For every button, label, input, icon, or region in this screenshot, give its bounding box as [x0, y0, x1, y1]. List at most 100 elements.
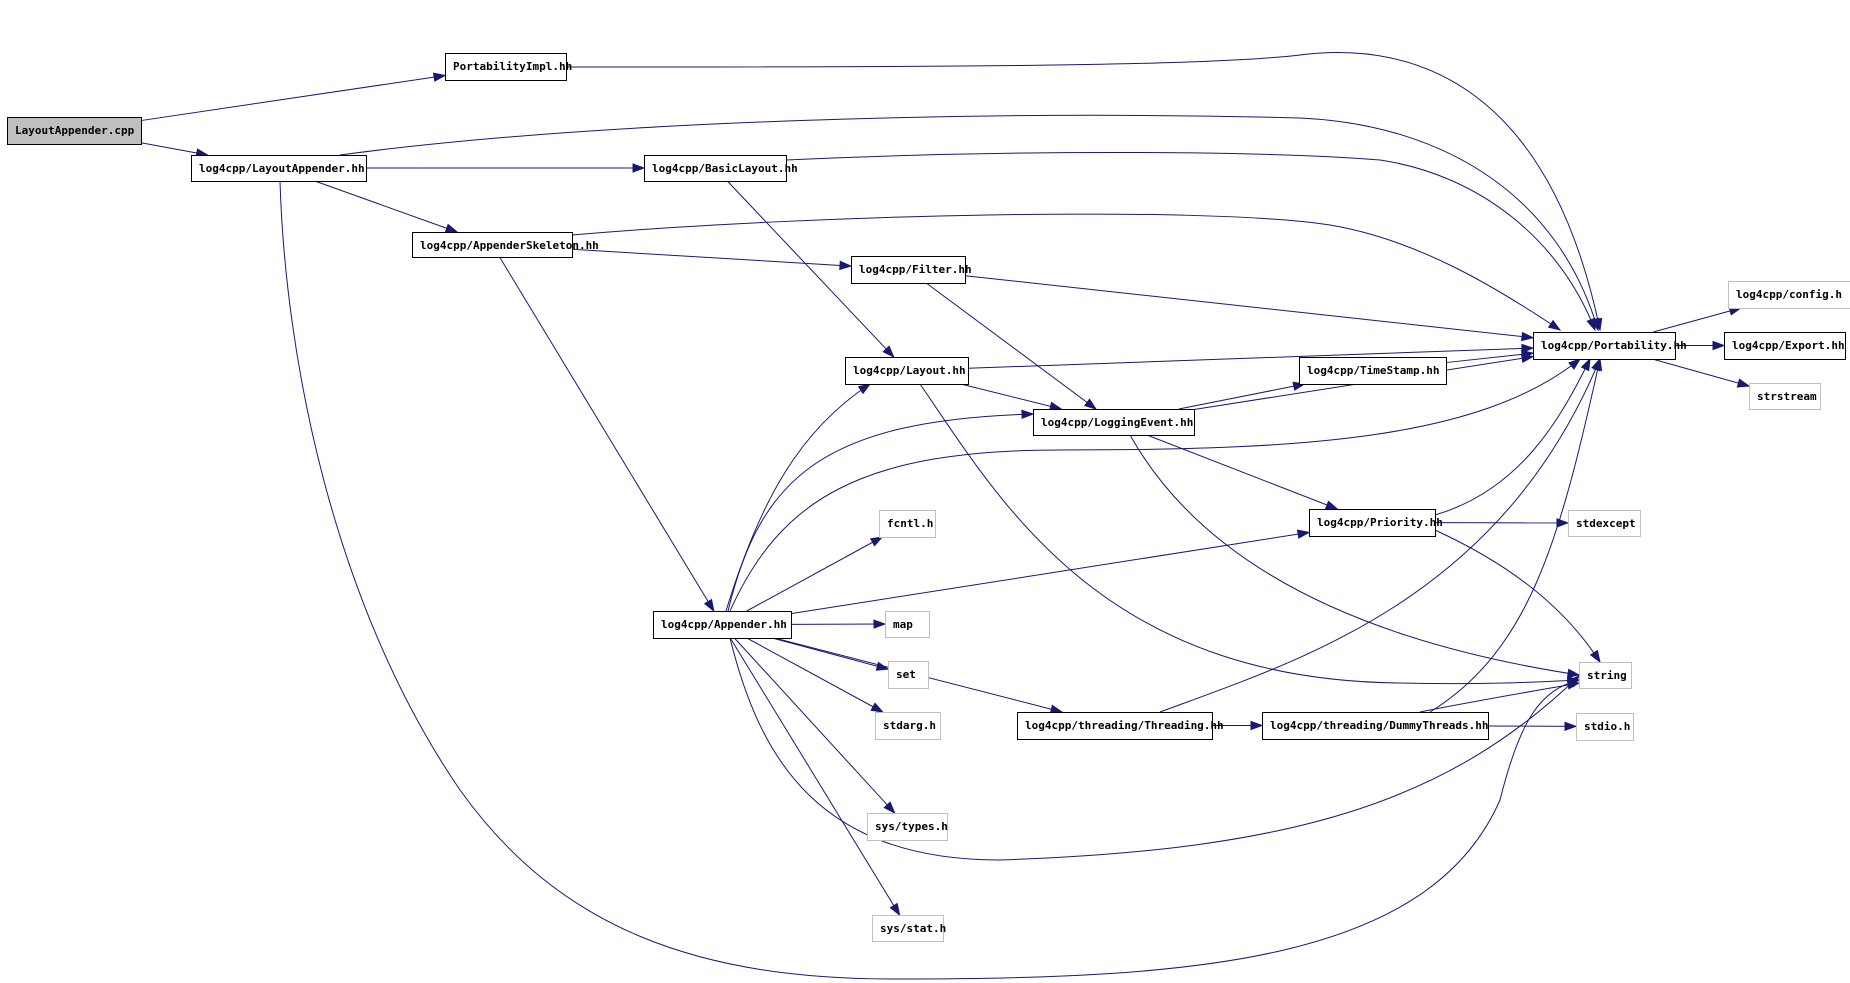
node-label: PortabilityImpl.hh	[453, 60, 572, 73]
arrowhead-icon	[1736, 378, 1751, 388]
edge-port-to-export	[1675, 340, 1726, 351]
node-label: log4cpp/Portability.hh	[1541, 339, 1687, 352]
edge-line	[729, 637, 1580, 861]
node-box	[7, 117, 142, 145]
edge-lapp-to-basic	[366, 163, 646, 173]
node-box	[412, 232, 573, 258]
node-box	[653, 611, 792, 639]
node-box	[1749, 383, 1821, 410]
node-label: string	[1587, 669, 1627, 682]
arrowhead-icon	[882, 345, 895, 359]
edge-priority-to-string	[1434, 529, 1601, 664]
arrowhead-icon	[889, 902, 901, 917]
node-label: sys/stat.h	[880, 922, 946, 935]
node-port[interactable]: log4cpp/Portability.hh	[1533, 332, 1687, 360]
node-label: stdarg.h	[883, 719, 936, 732]
edge-layout-to-string	[919, 383, 1581, 686]
edge-line	[1434, 358, 1591, 516]
arrowhead-icon	[703, 598, 715, 613]
edge-skel-to-filter	[571, 248, 853, 271]
edge-tstamp-to-port	[1445, 349, 1535, 364]
node-export[interactable]: log4cpp/Export.hh	[1724, 332, 1846, 360]
edge-levent-to-string	[1129, 434, 1581, 678]
edge-basic-to-port	[785, 152, 1596, 332]
arrowhead-icon	[1049, 704, 1064, 714]
edge-appender-to-stdarg	[746, 637, 884, 713]
node-label: log4cpp/threading/Threading.hh	[1025, 719, 1224, 732]
edges-layer	[140, 52, 1751, 980]
arrowhead-icon	[1586, 317, 1596, 332]
node-priority[interactable]: log4cpp/Priority.hh	[1309, 509, 1443, 537]
node-box	[1017, 712, 1213, 740]
node-basic[interactable]: log4cpp/BasicLayout.hh	[644, 155, 798, 182]
arrowhead-icon	[1564, 721, 1578, 732]
node-threading[interactable]: log4cpp/threading/Threading.hh	[1017, 712, 1224, 740]
edge-line	[785, 152, 1596, 331]
node-layout[interactable]: log4cpp/Layout.hh	[845, 357, 969, 385]
edge-line	[733, 637, 896, 814]
node-root[interactable]: LayoutAppender.cpp	[7, 117, 142, 145]
edge-appender-to-set	[772, 637, 890, 671]
arrowhead-icon	[1521, 331, 1535, 342]
edge-layout-to-levent	[960, 383, 1063, 411]
edge-line	[919, 383, 1580, 685]
edge-line	[1178, 383, 1305, 410]
node-label: log4cpp/config.h	[1736, 288, 1842, 301]
node-label: log4cpp/BasicLayout.hh	[652, 162, 798, 175]
node-box	[191, 155, 367, 182]
edge-line	[964, 275, 1534, 339]
node-label: LayoutAppender.cpp	[15, 124, 135, 137]
arrowhead-icon	[839, 260, 853, 271]
node-label: log4cpp/TimeStamp.hh	[1307, 364, 1439, 377]
edge-threading-to-dummy	[1212, 720, 1264, 731]
edge-line	[279, 180, 1580, 980]
node-label: log4cpp/Priority.hh	[1317, 516, 1443, 529]
node-box	[1262, 712, 1489, 740]
edge-appender-to-string	[729, 637, 1581, 861]
arrowhead-icon	[1521, 349, 1535, 360]
node-label: fcntl.h	[887, 517, 933, 530]
node-box	[1033, 409, 1195, 436]
arrowhead-icon	[873, 619, 887, 629]
edge-priority-to-stdexcept	[1434, 518, 1570, 528]
node-map: map	[885, 611, 930, 638]
node-filter[interactable]: log4cpp/Filter.hh	[851, 256, 972, 284]
edge-skel-to-port	[571, 213, 1562, 331]
edge-line	[1419, 682, 1580, 713]
node-appender[interactable]: log4cpp/Appender.hh	[653, 611, 792, 639]
node-dummy[interactable]: log4cpp/threading/DummyThreads.hh	[1262, 712, 1489, 740]
edge-line	[727, 413, 1034, 612]
node-label: log4cpp/AppenderSkeleton.hh	[420, 239, 599, 252]
node-levent[interactable]: log4cpp/LoggingEvent.hh	[1033, 409, 1195, 436]
node-pimpl[interactable]: PortabilityImpl.hh	[445, 53, 573, 81]
arrowhead-icon	[857, 383, 872, 395]
node-tstamp[interactable]: log4cpp/TimeStamp.hh	[1299, 357, 1447, 385]
arrowhead-icon	[1589, 649, 1601, 664]
edge-lapp-to-skel	[314, 180, 459, 233]
edge-line	[746, 637, 883, 713]
node-label: sys/types.h	[875, 820, 948, 833]
node-skel[interactable]: log4cpp/AppenderSkeleton.hh	[412, 232, 599, 258]
edge-dummy-to-stdio	[1487, 721, 1578, 732]
edge-line	[1159, 358, 1601, 713]
edge-root-to-pimpl	[140, 72, 447, 122]
node-lapp[interactable]: log4cpp/LayoutAppender.hh	[191, 155, 367, 182]
node-box	[867, 813, 948, 841]
node-box	[1724, 332, 1846, 360]
node-box	[644, 155, 787, 182]
edge-line	[1434, 529, 1601, 663]
node-set: set	[888, 661, 929, 689]
node-box	[1728, 281, 1850, 309]
node-box	[872, 915, 944, 942]
arrowhead-icon	[632, 163, 646, 173]
arrowhead-icon	[1021, 409, 1035, 420]
edge-line	[746, 536, 883, 612]
node-box	[445, 53, 567, 81]
node-label: set	[896, 668, 916, 681]
node-box	[1579, 662, 1632, 689]
node-label: log4cpp/Export.hh	[1732, 339, 1845, 352]
edge-line	[726, 180, 895, 358]
edge-line	[925, 282, 1097, 410]
edge-appender-to-map	[790, 619, 887, 629]
node-label: log4cpp/LoggingEvent.hh	[1041, 416, 1193, 429]
